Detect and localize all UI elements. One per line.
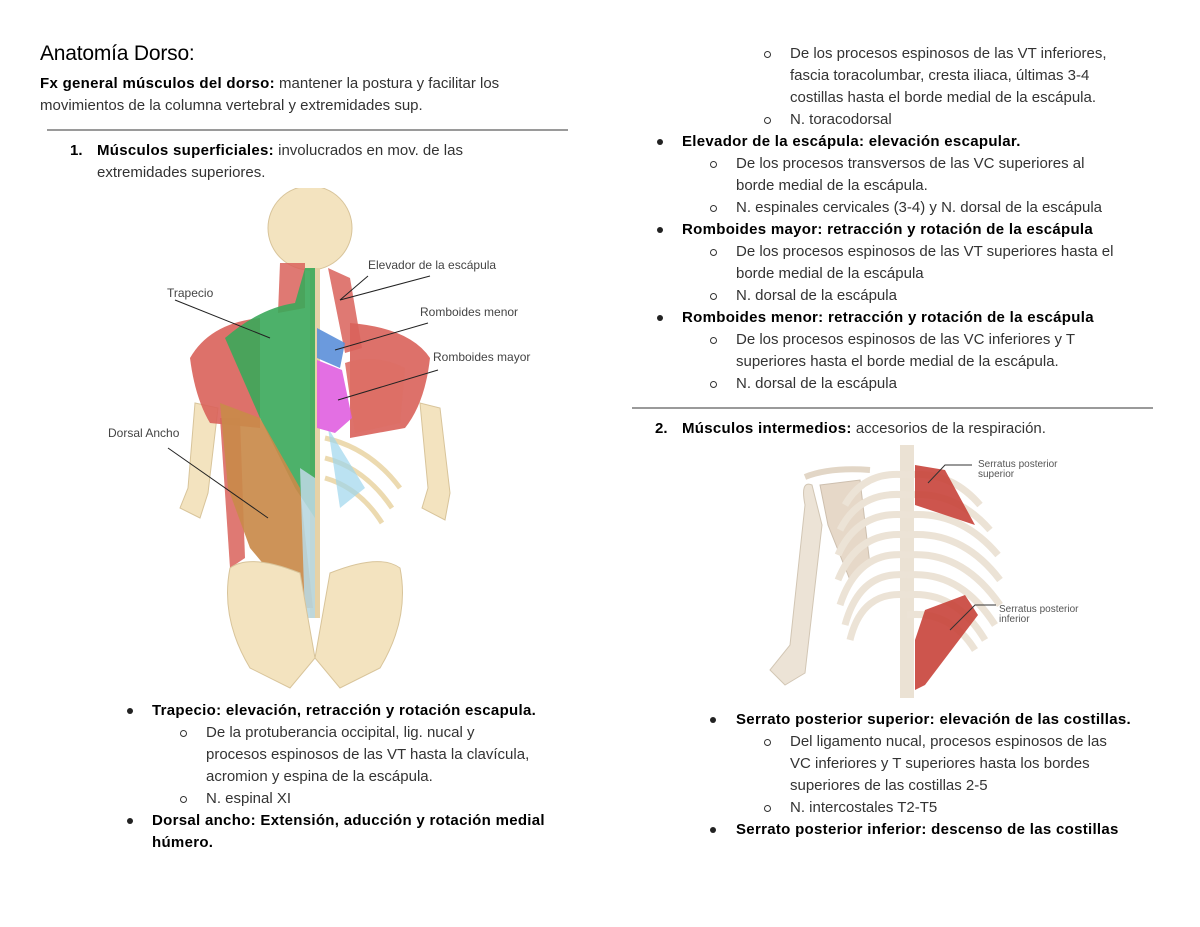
bullet-hollow-icon <box>764 51 771 58</box>
dorsal-sub-1-line-3: costillas hasta el borde medial de la es… <box>790 89 1097 106</box>
item-serrato-superior-heading: Serrato posterior superior: elevación de… <box>736 711 1131 728</box>
bullet-hollow-icon <box>764 117 771 124</box>
bullet-filled-icon <box>710 827 716 833</box>
label-serratus-inferior-2: inferior <box>999 614 1030 625</box>
bullet-hollow-icon <box>180 796 187 803</box>
bullet-hollow-icon <box>710 337 717 344</box>
section-number: 2. <box>655 420 668 437</box>
serratus-figure: Serratus posterior superior Serratus pos… <box>750 445 1095 698</box>
item-trapecio-heading: Trapecio: elevación, retracción y rotaci… <box>152 702 537 719</box>
intro-label: Fx general músculos del dorso: <box>40 75 275 92</box>
section-2-number: 2. <box>655 418 668 440</box>
dorsal-sub-1-line-2: fascia toracolumbar, cresta iliaca, últi… <box>790 67 1090 84</box>
item-romboides-mayor-sub-1-line-2: borde medial de la escápula <box>736 265 924 282</box>
bullet-filled-icon <box>657 227 663 233</box>
section-1-text-2: extremidades superiores. <box>97 164 266 181</box>
item-romboides-menor-heading: Romboides menor: retracción y rotación d… <box>682 309 1094 326</box>
item-romboides-menor-sub-1-line-2: superiores hasta el borde medial de la e… <box>736 353 1059 370</box>
item-dorsal-heading-1: Dorsal ancho: Extensión, aducción y rota… <box>152 812 545 829</box>
label-romboides-menor: Romboides menor <box>420 305 519 319</box>
label-dorsal-ancho: Dorsal Ancho <box>108 426 180 440</box>
bullet-filled-icon <box>127 818 133 824</box>
section-1-heading: Músculos superficiales: involucrados en … <box>97 140 463 162</box>
bullet-hollow-icon <box>710 293 717 300</box>
label-serratus-superior-2: superior <box>978 469 1015 480</box>
item-romboides-menor-sub-2: N. dorsal de la escápula <box>736 375 897 392</box>
section-divider-right <box>632 407 1153 409</box>
bullet-hollow-icon <box>710 249 717 256</box>
label-serratus-inferior-1: Serratus posterior <box>999 604 1079 615</box>
dorsal-sub-2: N. toracodorsal <box>790 111 892 128</box>
label-elevador: Elevador de la escápula <box>368 258 497 272</box>
item-romboides-menor-sub-1-line-1: De los procesos espinosos de las VC infe… <box>736 331 1076 348</box>
item-serrato-inferior-heading: Serrato posterior inferior: descenso de … <box>736 821 1119 838</box>
item-trapecio-sub-1-line-2: procesos espinosos de las VT hasta la cl… <box>206 746 530 763</box>
item-serrato-superior-sub-1-line-1: Del ligamento nucal, procesos espinosos … <box>790 733 1107 750</box>
bullet-filled-icon <box>657 139 663 145</box>
item-trapecio-sub-2: N. espinal XI <box>206 790 292 807</box>
item-romboides-mayor-sub-1-line-1: De los procesos espinosos de las VT supe… <box>736 243 1114 260</box>
back-muscles-illustration <box>167 188 451 689</box>
intro-line-1: Fx general músculos del dorso: mantener … <box>40 73 499 95</box>
bullet-hollow-icon <box>180 730 187 737</box>
section-2-text: accesorios de la respiración. <box>851 420 1046 437</box>
dorsal-sub-1-line-1: De los procesos espinosos de las VT infe… <box>790 45 1107 62</box>
item-trapecio-sub-1-line-3: acromion y espina de la escápula. <box>206 768 433 785</box>
section-2-label: Músculos intermedios: <box>682 420 852 437</box>
item-elevador-heading: Elevador de la escápula: elevación escap… <box>682 133 1021 150</box>
item-romboides-mayor-heading: Romboides mayor: retracción y rotación d… <box>682 221 1094 238</box>
item-elevador-sub-1-line-1: De los procesos transversos de las VC su… <box>736 155 1085 172</box>
bullet-filled-icon <box>127 708 133 714</box>
label-trapecio: Trapecio <box>167 286 214 300</box>
bullet-hollow-icon <box>710 161 717 168</box>
label-serratus-superior-1: Serratus posterior <box>978 459 1058 470</box>
bullet-filled-icon <box>710 717 716 723</box>
section-1-number: 1. <box>70 140 83 162</box>
item-serrato-superior-sub-2: N. intercostales T2-T5 <box>790 799 938 816</box>
section-1-label: Músculos superficiales: <box>97 142 274 159</box>
bullet-hollow-icon <box>764 739 771 746</box>
section-1-text-1: involucrados en mov. de las <box>273 142 463 159</box>
intro-text-1: mantener la postura y facilitar los <box>274 75 500 92</box>
back-muscles-figure: Trapecio Elevador de la escápula Romboid… <box>100 188 560 693</box>
bullet-hollow-icon <box>710 205 717 212</box>
label-romboides-mayor: Romboides mayor <box>433 350 531 364</box>
serratus-illustration <box>750 445 1095 698</box>
bullet-hollow-icon <box>710 381 717 388</box>
item-serrato-superior-sub-1-line-3: superiores de las costillas 2-5 <box>790 777 988 794</box>
intro-text-2: movimientos de la columna vertebral y ex… <box>40 97 423 114</box>
item-romboides-mayor-sub-2: N. dorsal de la escápula <box>736 287 897 304</box>
page-title: Anatomía Dorso: <box>40 42 195 65</box>
section-number: 1. <box>70 142 83 159</box>
section-divider-left <box>47 129 568 131</box>
section-2-heading: Músculos intermedios: accesorios de la r… <box>682 418 1046 440</box>
item-elevador-sub-1-line-2: borde medial de la escápula. <box>736 177 928 194</box>
item-elevador-sub-2: N. espinales cervicales (3-4) y N. dorsa… <box>736 199 1102 216</box>
item-trapecio-sub-1-line-1: De la protuberancia occipital, lig. nuca… <box>206 724 475 741</box>
bullet-hollow-icon <box>764 805 771 812</box>
item-serrato-superior-sub-1-line-2: VC inferiores y T superiores hasta los b… <box>790 755 1090 772</box>
item-dorsal-heading-2: húmero. <box>152 834 214 851</box>
bullet-filled-icon <box>657 315 663 321</box>
